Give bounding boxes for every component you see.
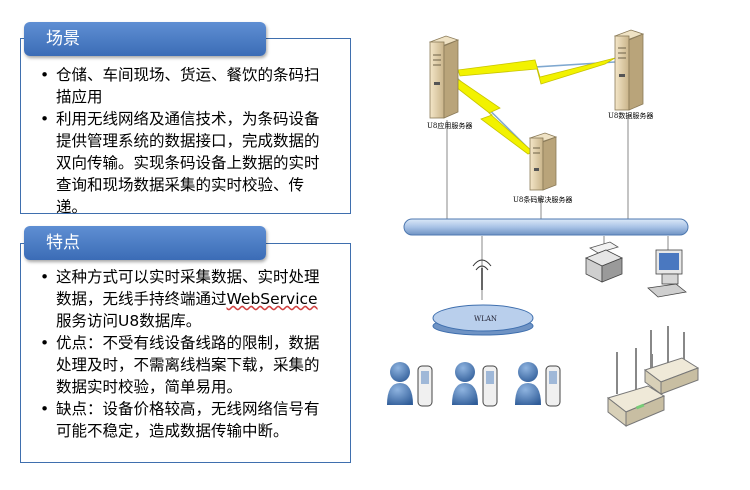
lightning-bolt-icon — [451, 77, 534, 155]
db-server-icon — [613, 29, 645, 111]
features-title: 特点 — [24, 226, 266, 260]
app-server-icon — [428, 35, 460, 119]
user-icon — [387, 362, 413, 405]
scene-title: 场景 — [24, 22, 266, 56]
list-item: 利用无线网络及通信技术，为条码设备提供管理系统的数据接口，完成数据的双向传输。实… — [40, 108, 320, 218]
desktop-pc-icon — [647, 249, 687, 298]
wlan-label: WLAN — [474, 315, 497, 323]
list-item: 仓储、车间现场、货运、餐饮的条码扫描应用 — [40, 64, 320, 108]
handheld-terminal-icon — [482, 365, 498, 407]
handheld-terminal-icon — [545, 365, 561, 407]
wlan-disk — [432, 304, 534, 336]
lightning-bolt-icon — [457, 57, 616, 85]
features-list: 这种方式可以实时采集数据、实时处理数据，无线手持终端通过WebService 服务… — [40, 266, 322, 442]
app-server-label: U8应用服务器 — [427, 121, 472, 130]
user-icon — [515, 362, 541, 405]
barcode-server-icon — [528, 132, 558, 191]
access-point-icon — [643, 326, 700, 395]
user-icon — [452, 362, 478, 405]
db-server-label: U8数据服务器 — [608, 111, 653, 120]
list-item: 这种方式可以实时采集数据、实时处理数据，无线手持终端通过WebService 服务… — [40, 266, 322, 332]
list-item: 优点：不受有线设备线路的限制，数据处理及时，不需离线档案下载，采集的数据实时校验… — [40, 332, 322, 398]
webservice-term: WebService — [226, 290, 318, 308]
access-point-icon — [606, 348, 666, 428]
barcode-server-label: U8条码解决服务器 — [513, 195, 572, 204]
handheld-terminal-icon — [417, 365, 433, 407]
antenna-icon — [472, 259, 492, 290]
list-item-text: 这种方式可以实时采集数据、实时处理数据，无线手持终端通过 — [56, 268, 320, 308]
scene-list: 仓储、车间现场、货运、餐饮的条码扫描应用 利用无线网络及通信技术，为条码设备提供… — [40, 64, 320, 218]
list-item-text: 服务访问U8数据库。 — [56, 312, 202, 330]
list-item: 缺点：设备价格较高，无线网络信号有可能不稳定，造成数据传输中断。 — [40, 398, 322, 442]
network-bus — [403, 218, 689, 236]
printer-icon — [585, 241, 623, 283]
